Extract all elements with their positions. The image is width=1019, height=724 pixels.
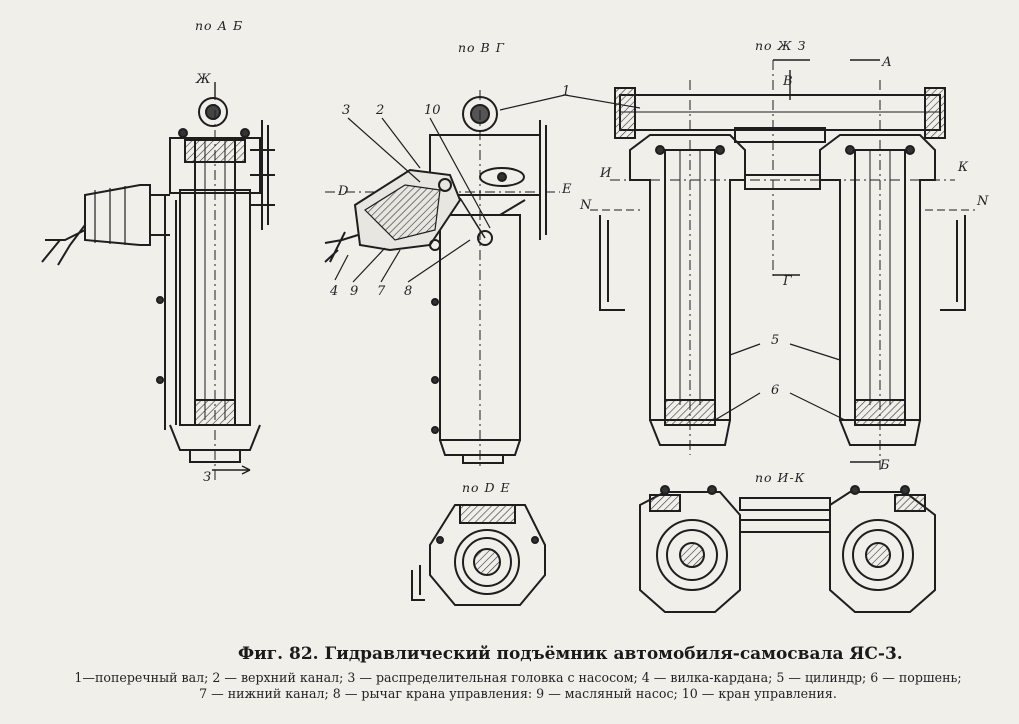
view-label-ik: по И-К bbox=[755, 470, 806, 485]
view-label-ab: по А Б bbox=[195, 18, 244, 33]
section-letter-v: В bbox=[783, 74, 793, 89]
part-number-3: 3 bbox=[342, 103, 351, 118]
section-letter-i: И bbox=[600, 166, 612, 181]
section-letter-e: E bbox=[562, 182, 572, 197]
legend-line-1: 1—поперечный вал; 2 — верхний канал; 3 —… bbox=[74, 670, 962, 685]
section-letter-k: К bbox=[958, 160, 969, 175]
section-letter-d: D bbox=[338, 184, 349, 199]
section-letter-g: Г bbox=[783, 274, 792, 289]
part-number-10: 10 bbox=[424, 103, 441, 118]
part-number-5: 5 bbox=[771, 333, 780, 348]
view-label-vg: по В Г bbox=[458, 40, 505, 55]
section-letter-b-bottom: Б bbox=[880, 458, 890, 473]
part-number-2: 2 bbox=[376, 103, 385, 118]
view-vg-section bbox=[324, 90, 560, 470]
view-zhz-section bbox=[590, 59, 975, 470]
section-letter-z: З bbox=[203, 470, 212, 485]
legend-line-2: 7 — нижний канал; 8 — рычаг крана управл… bbox=[199, 686, 837, 701]
leader-lines bbox=[334, 94, 846, 421]
figure-caption-legend: 1—поперечный вал; 2 — верхний канал; 3 —… bbox=[38, 670, 998, 702]
view-ab-section bbox=[41, 82, 275, 480]
part-number-8: 8 bbox=[404, 284, 413, 299]
view-label-zhz: по Ж З bbox=[755, 38, 807, 53]
section-letter-n-left: N bbox=[580, 198, 592, 213]
view-de-section bbox=[411, 504, 546, 606]
figure-caption-title: Фиг. 82. Гидравлический подъёмник автомо… bbox=[238, 644, 903, 664]
view-ik-section bbox=[639, 485, 936, 613]
part-number-4: 4 bbox=[330, 284, 339, 299]
section-letter-a: А bbox=[882, 55, 892, 70]
part-number-7: 7 bbox=[377, 284, 386, 299]
part-number-6: 6 bbox=[771, 383, 780, 398]
section-letter-zh: Ж bbox=[196, 72, 211, 87]
part-number-1: 1 bbox=[562, 84, 571, 99]
section-letter-n-right: N bbox=[977, 194, 989, 209]
part-number-9: 9 bbox=[350, 284, 359, 299]
view-label-de: по D E bbox=[462, 480, 511, 495]
